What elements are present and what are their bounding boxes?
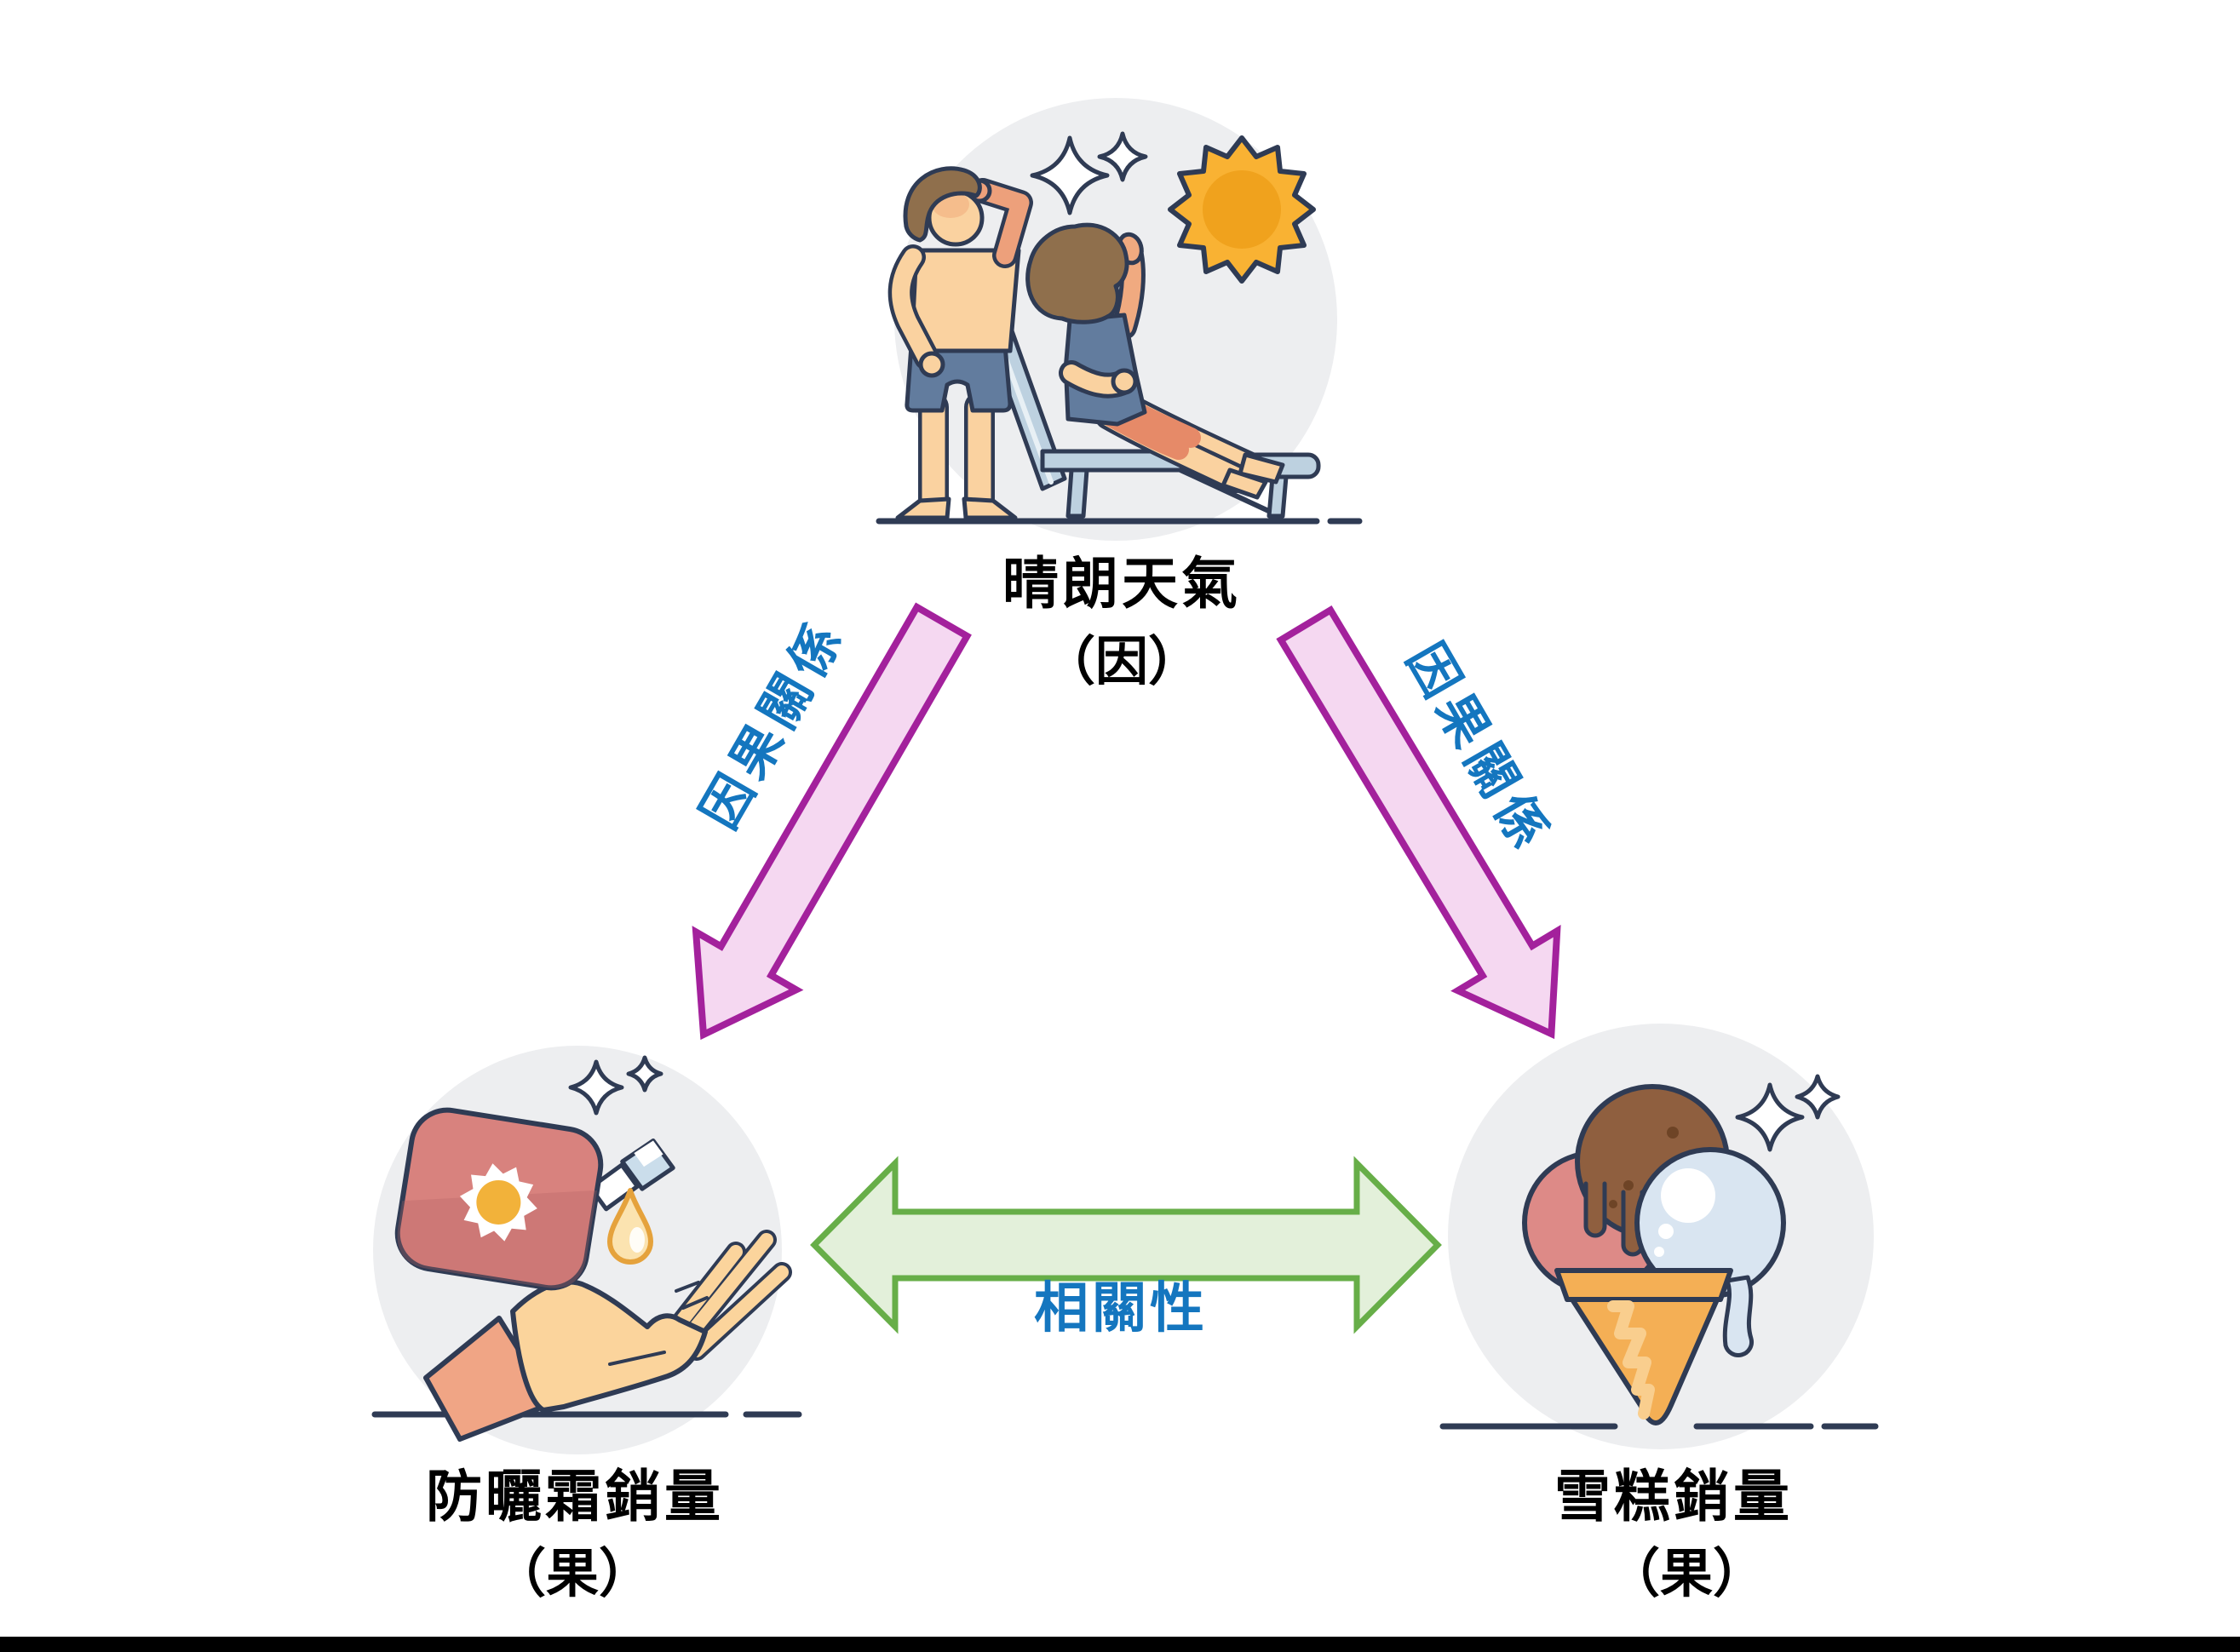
- sunscreen-bottle-icon: [394, 1107, 675, 1291]
- sparkle-icon: [1097, 131, 1148, 182]
- effect-left-node-role: （果）: [492, 1545, 652, 1603]
- woman-sunbathing: [1025, 222, 1285, 500]
- sparkle-icon: [1795, 1074, 1841, 1120]
- sparkle-icon: [568, 1059, 624, 1116]
- sparkle-icon: [626, 1055, 663, 1093]
- ice-cream-cone-icon: [1522, 1084, 1786, 1425]
- sunbathing-couple-illustration: [876, 98, 1363, 541]
- causal-arrow-left: [692, 602, 972, 1041]
- open-hand: [423, 1230, 792, 1442]
- cause-node-title: 晴朗天氣: [1002, 552, 1241, 615]
- ice-cream-illustration: [1439, 1024, 1879, 1449]
- sun-icon: [1168, 135, 1316, 284]
- lotion-drop-icon: [607, 1188, 653, 1265]
- sparkle-icon: [1735, 1082, 1805, 1152]
- sparkle-icon: [1030, 135, 1110, 215]
- cause-node-role: （因）: [1042, 633, 1202, 691]
- effect-left-node-title: 防曬霜銷量: [426, 1465, 724, 1528]
- effect-right-node-title: 雪糕銷量: [1554, 1465, 1793, 1528]
- effect-right-node-role: （果）: [1606, 1545, 1766, 1603]
- sunscreen-illustration: [371, 1046, 802, 1454]
- correlation-edge-label: 相關性: [1034, 1277, 1208, 1339]
- causal-arrow-right: [1276, 605, 1561, 1040]
- bottom-bar: [0, 1637, 2240, 1652]
- correlation-arrow: [810, 1156, 1442, 1334]
- man-standing: [887, 166, 1033, 520]
